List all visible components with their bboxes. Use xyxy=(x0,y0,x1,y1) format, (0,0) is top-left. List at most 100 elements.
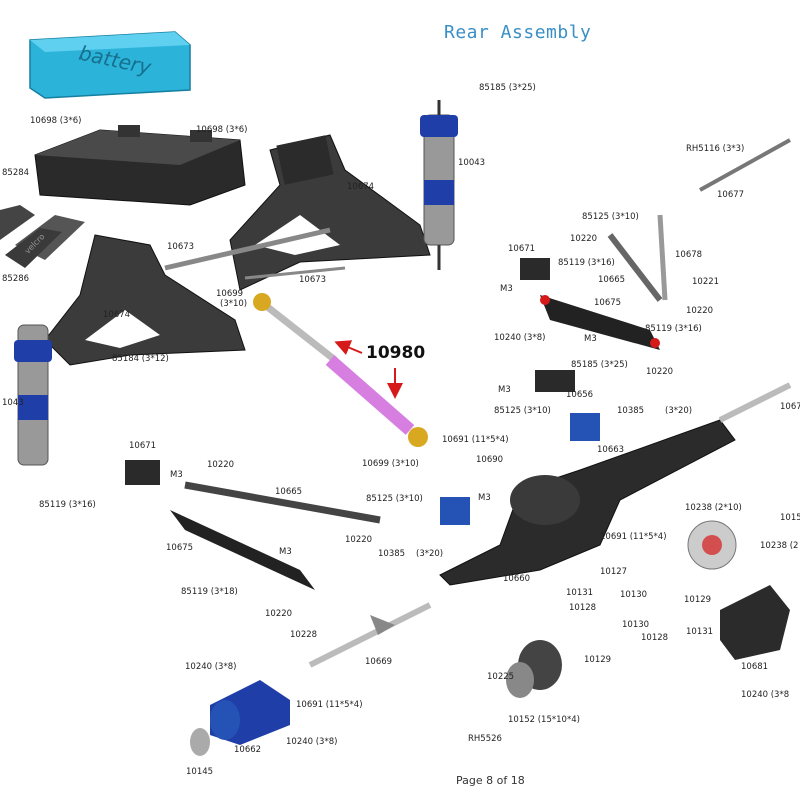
part-label: 10665 xyxy=(275,487,303,497)
part-label: (3*20) xyxy=(416,549,444,559)
part-label: 10130 xyxy=(620,590,648,600)
part-label: 10145 xyxy=(186,767,214,777)
part-label: 10238 (2*10) xyxy=(685,503,742,513)
part-label: (3*20) xyxy=(665,406,693,416)
part-label: 10660 xyxy=(503,574,531,584)
part-label: 85284 xyxy=(2,168,30,178)
diff-cover xyxy=(720,585,790,660)
part-label: 10675 xyxy=(166,543,194,553)
part-label: M3 xyxy=(170,470,183,480)
part-label: 10240 (3*8 xyxy=(741,690,790,700)
part-label: 10671 xyxy=(508,244,536,254)
velcro-strap-part: velcro xyxy=(0,205,85,268)
part-label: 85185 (3*25) xyxy=(571,360,628,370)
part-label: 10238 (2 xyxy=(760,541,799,551)
part-label: 10220 xyxy=(207,460,235,470)
part-label: 10220 xyxy=(345,535,373,545)
shock-upper xyxy=(420,100,458,270)
part-label: 10678 xyxy=(675,250,703,260)
part-label: 10228 xyxy=(290,630,318,640)
part-label: 10385 xyxy=(378,549,406,559)
part-label: 10131 xyxy=(686,627,714,637)
part-label: 10220 xyxy=(570,234,598,244)
part-label: 10130 xyxy=(622,620,650,630)
part-label: 10129 xyxy=(684,595,712,605)
part-label: (3*10) xyxy=(220,299,248,309)
part-label: RH5526 xyxy=(468,734,502,744)
part-label: 85125 (3*10) xyxy=(494,406,551,416)
part-label: 10220 xyxy=(265,609,293,619)
part-label: 85119 (3*18) xyxy=(181,587,238,597)
page-footer: Page 8 of 18 xyxy=(456,774,525,787)
steering-rods xyxy=(607,138,791,302)
part-label: 10128 xyxy=(641,633,669,643)
part-label: M3 xyxy=(478,493,491,503)
part-label: 10675 xyxy=(594,298,622,308)
part-label: 1043 xyxy=(2,398,24,408)
battery-tray-part xyxy=(34,125,246,206)
part-label: M3 xyxy=(584,334,597,344)
part-label: 10225 xyxy=(487,672,515,682)
part-label: 1067 xyxy=(780,402,800,412)
part-label: 10240 (3*8) xyxy=(494,333,546,343)
part-label: 10699 xyxy=(216,289,244,299)
shock-tower-upper xyxy=(229,134,431,291)
link-mounts xyxy=(125,258,600,525)
part-label: 10663 xyxy=(597,445,625,455)
part-label: 10673 xyxy=(299,275,327,285)
part-label: 10674 xyxy=(103,310,131,320)
battery-part: battery xyxy=(29,31,191,99)
part-label: M3 xyxy=(500,284,513,294)
callout-part-number: 10980 xyxy=(366,343,426,363)
part-label: 10698 (3*6) xyxy=(30,116,82,126)
lower-link-right xyxy=(540,295,660,350)
part-label: 10677 xyxy=(717,190,745,200)
part-label: 10691 (11*5*4) xyxy=(600,532,667,542)
part-label: 10662 xyxy=(234,745,262,755)
driveshaft-10980 xyxy=(253,293,428,447)
axle-shaft-lower xyxy=(308,602,432,668)
part-label: 10673 xyxy=(167,242,195,252)
shock-tower-lower xyxy=(44,234,246,366)
part-label: 10129 xyxy=(584,655,612,665)
part-label: 85119 (3*16) xyxy=(558,258,615,268)
part-label: 10699 (3*10) xyxy=(362,459,419,469)
part-label: 10240 (3*8) xyxy=(286,737,338,747)
part-label: 10221 xyxy=(692,277,720,287)
part-label: M3 xyxy=(279,547,292,557)
part-label: 10127 xyxy=(600,567,628,577)
part-label: RH5116 (3*3) xyxy=(686,144,745,154)
part-label: 10665 xyxy=(598,275,626,285)
part-label: 10691 (11*5*4) xyxy=(296,700,363,710)
part-label: 10690 xyxy=(476,455,504,465)
part-label: 10691 (11*5*4) xyxy=(442,435,509,445)
shock-lower xyxy=(14,324,52,466)
part-label: 10671 xyxy=(129,441,157,451)
diff-carrier xyxy=(506,640,562,698)
upper-links xyxy=(164,227,346,280)
part-label: 85119 (3*16) xyxy=(645,324,702,334)
part-label: M3 xyxy=(498,385,511,395)
part-label: 10220 xyxy=(686,306,714,316)
part-label: 10674 xyxy=(347,182,375,192)
part-label: 85184 (3*12) xyxy=(112,354,169,364)
part-label: 10220 xyxy=(646,367,674,377)
part-label: 10656 xyxy=(566,390,594,400)
part-label: 10681 xyxy=(741,662,769,672)
part-label: 10043 xyxy=(458,158,486,168)
part-label: 1015 xyxy=(780,513,800,523)
hub-carrier xyxy=(190,680,290,756)
axle-housing xyxy=(439,382,792,586)
part-label: 10131 xyxy=(566,588,594,598)
callout-arrow-1 xyxy=(334,340,363,355)
page-title: Rear Assembly xyxy=(444,22,592,43)
part-label: 85185 (3*25) xyxy=(479,83,536,93)
part-label: 85125 (3*10) xyxy=(366,494,423,504)
part-label: 10698 (3*6) xyxy=(196,125,248,135)
part-label: 10669 xyxy=(365,657,393,667)
part-label: 10128 xyxy=(569,603,597,613)
part-label: 85286 xyxy=(2,274,30,284)
part-label: 10240 (3*8) xyxy=(185,662,237,672)
